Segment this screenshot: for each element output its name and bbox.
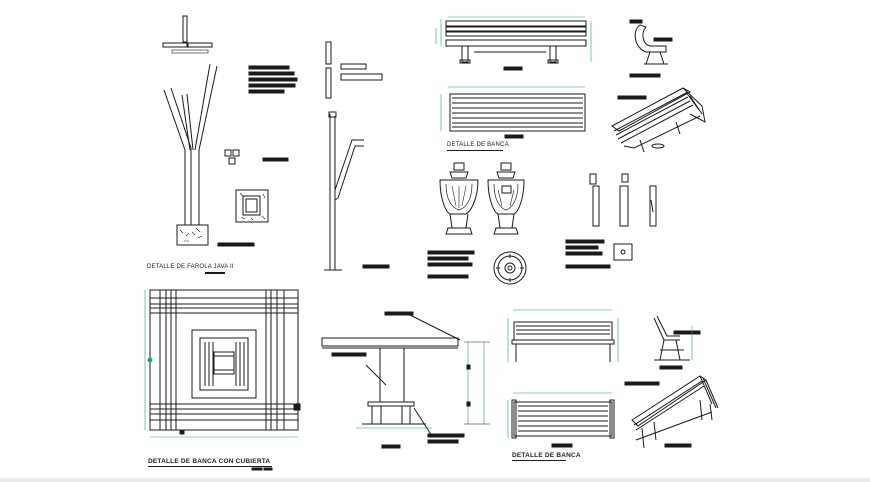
bench-plan-view xyxy=(440,86,586,139)
banca-cubierta-title: DETALLE DE BANCA CON CUBIERTA xyxy=(148,458,271,465)
farola-title: DETALLE DE FAROLA JAVA II xyxy=(147,264,234,270)
trash-bin-elevations xyxy=(427,162,527,285)
farola-elevation xyxy=(162,15,298,247)
farola-side-elevation xyxy=(324,41,390,271)
bench-perspective-top xyxy=(611,87,706,153)
bench-front-elevation xyxy=(435,16,592,71)
bollard-elevations xyxy=(565,173,657,269)
bench-bottom-elevation xyxy=(507,309,619,448)
sheet-bottom-border xyxy=(0,478,870,482)
banca-cubierta-title-underline xyxy=(148,466,272,467)
banca-bottom-title-underline xyxy=(512,460,566,461)
bench-side-view-bottom xyxy=(653,315,701,370)
bench-canopy-elevation xyxy=(321,311,490,449)
banca-top-title: DETALLE DE BANCA xyxy=(447,142,509,148)
banca-bottom-title: DETALLE DE BANCA xyxy=(512,452,581,459)
bench-perspective-bottom xyxy=(624,375,719,449)
bench-canopy-plan xyxy=(144,289,301,471)
farola-title-underline xyxy=(205,272,225,274)
bench-side-view xyxy=(629,19,673,78)
banca-top-title-underline xyxy=(447,150,503,151)
